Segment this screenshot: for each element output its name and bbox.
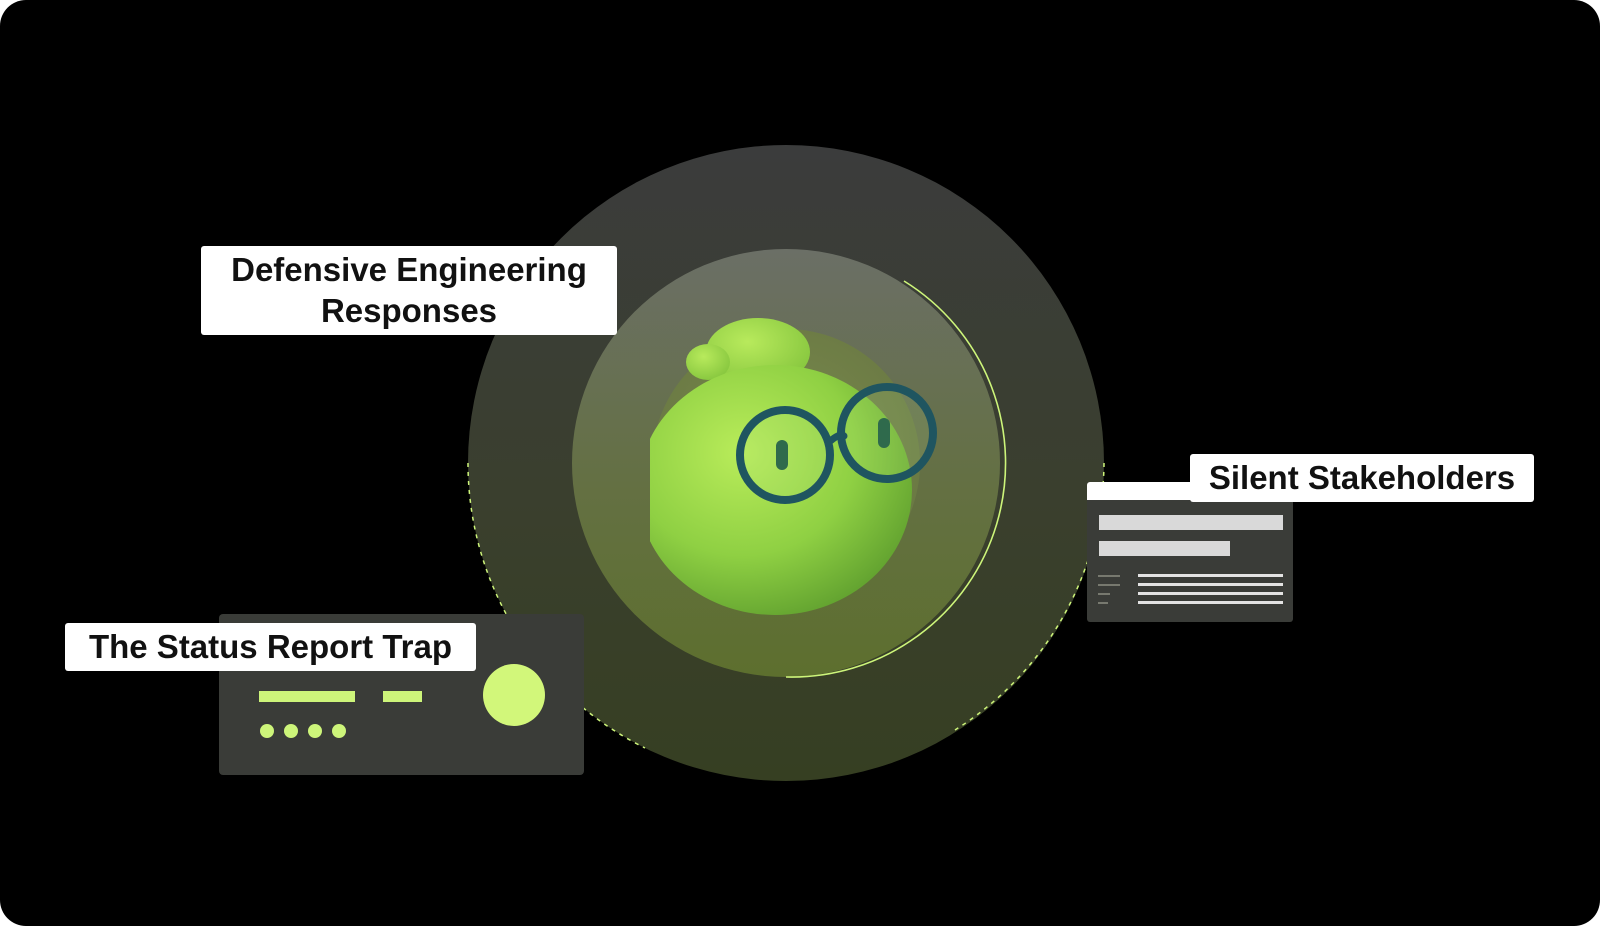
label-defensive-line-2: Responses [320,292,498,329]
placeholder-line [1138,574,1283,577]
placeholder-micro-line [1098,584,1120,586]
status-dot [284,724,298,738]
status-dot [260,724,274,738]
status-bar-long [259,691,355,702]
label-defensive-engineering-responses: Defensive Engineering Responses [201,246,617,335]
placeholder-bar [1099,515,1283,530]
placeholder-micro-line [1098,602,1108,604]
placeholder-line [1138,583,1283,586]
placeholder-micro-line [1098,575,1120,577]
placeholder-bar [1099,541,1230,556]
circle-indicator-icon [483,664,545,726]
placeholder-micro-line [1098,593,1110,595]
status-bar-short [383,691,422,702]
silent-stakeholders-card [1087,482,1293,622]
status-dot [332,724,346,738]
label-defensive-line-1: Defensive Engineering [231,251,587,288]
status-dot [308,724,322,738]
label-silent-stakeholders: Silent Stakeholders [1190,454,1534,502]
placeholder-line [1138,592,1283,595]
green-blob-with-glasses-icon [650,318,937,615]
placeholder-line [1138,601,1283,604]
label-status-report-trap: The Status Report Trap [65,623,476,671]
